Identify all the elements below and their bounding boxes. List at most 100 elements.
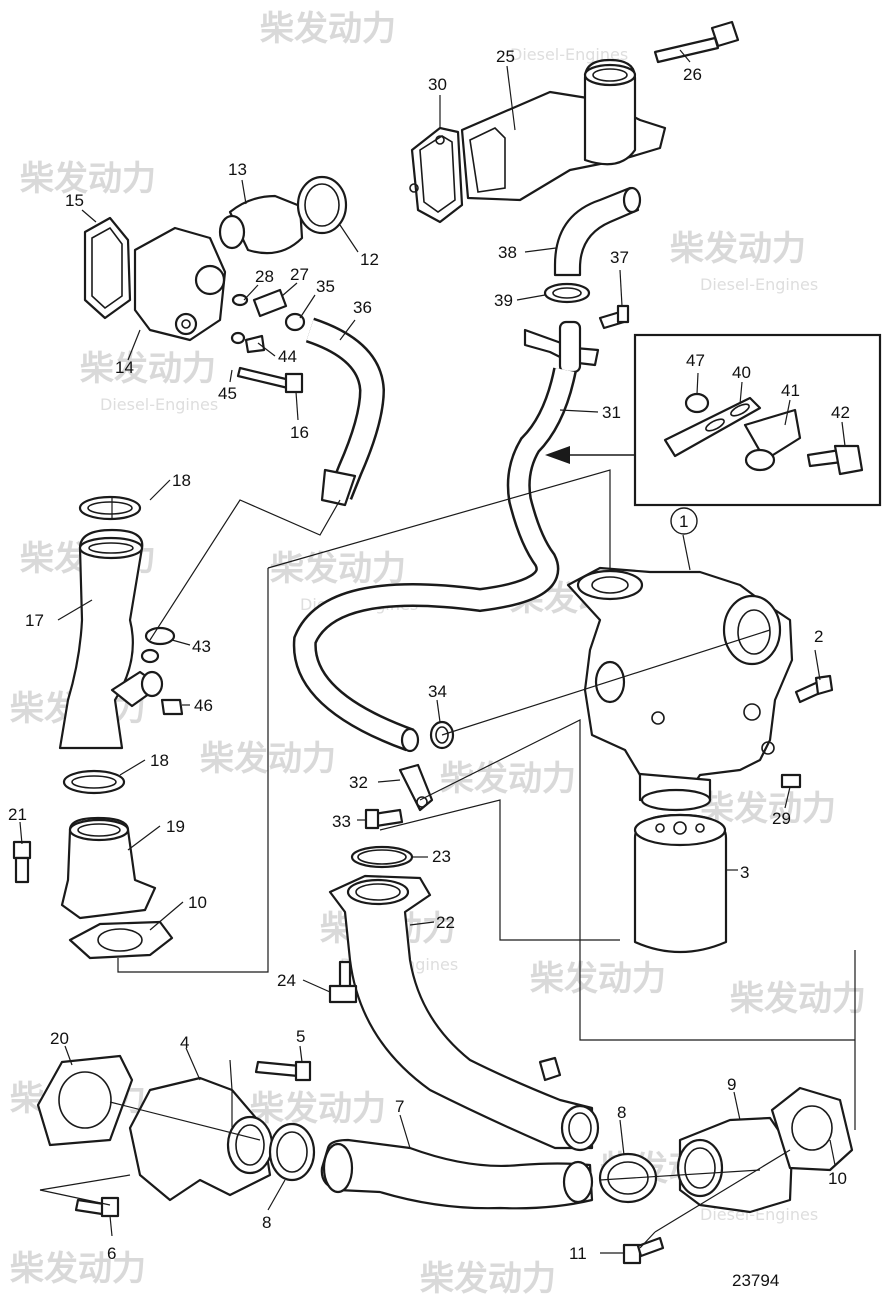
drawing-number: 23794 (732, 1271, 779, 1290)
callout-30: 30 (428, 75, 447, 94)
callout-13: 13 (228, 160, 247, 179)
bolt-5 (254, 1060, 312, 1082)
watermark-cn: 柴发动力 (80, 349, 216, 389)
gasket-10-left (68, 920, 174, 960)
watermark-en: Diesel-Engines (510, 45, 628, 64)
callout-39: 39 (494, 291, 513, 310)
callout-21: 21 (8, 805, 27, 824)
coolant-pipe-31 (292, 367, 577, 753)
callout-40: 40 (732, 363, 751, 382)
watermark-cn: 柴发动力 (530, 959, 666, 999)
callout-14: 14 (115, 358, 134, 377)
pump-body-1 (566, 566, 794, 812)
plug-46 (160, 698, 184, 716)
plug-29 (780, 773, 802, 789)
callout-20: 20 (50, 1029, 69, 1048)
watermark-cn: 柴发动力 (700, 789, 836, 829)
callout-8: 8 (617, 1103, 626, 1122)
callout-42: 42 (831, 403, 850, 422)
watermark-cn: 柴发动力 (10, 1249, 146, 1289)
watermark-en: Diesel-Engines (700, 275, 818, 294)
oil-filter-3 (633, 813, 728, 954)
callout-10: 10 (188, 893, 207, 912)
callout-16: 16 (290, 423, 309, 442)
pipe-17 (58, 528, 164, 750)
callout-46: 46 (194, 696, 213, 715)
watermark-cn: 柴发动力 (20, 159, 156, 199)
callout-37: 37 (610, 248, 629, 267)
o-ring-23 (350, 845, 414, 869)
watermark-cn: 柴发动力 (270, 549, 406, 589)
clamp-43 (140, 626, 176, 664)
callout-15: 15 (65, 191, 84, 210)
bolt-33 (364, 808, 404, 830)
callout-5: 5 (296, 1027, 305, 1046)
callout-11: 11 (569, 1244, 587, 1263)
bolt-11 (622, 1236, 665, 1265)
pipe-22 (328, 874, 600, 1152)
callout-25: 25 (496, 47, 515, 66)
callout-38: 38 (498, 243, 517, 262)
callout-41: 41 (781, 381, 800, 400)
callout-19: 19 (166, 817, 185, 836)
callout-31: 31 (602, 403, 621, 422)
callout-24: 24 (277, 971, 296, 990)
callout-9: 9 (727, 1075, 736, 1094)
hose-38 (553, 186, 642, 277)
callout-12: 12 (360, 250, 379, 269)
callout-36: 36 (353, 298, 372, 317)
callout-47: 47 (686, 351, 705, 370)
leader-lines (19, 49, 856, 1254)
pipe-bracket (523, 320, 600, 374)
callout-6: 6 (107, 1244, 116, 1263)
hose-36 (305, 317, 386, 507)
callout-3: 3 (740, 863, 749, 882)
thermostat-13 (218, 194, 304, 255)
callout-labels: 1 2 3 4 5 6 7 8 8 9 10 10 11 12 13 14 15… (8, 47, 850, 1263)
callout-29: 29 (772, 809, 791, 828)
bolt-37 (598, 304, 630, 330)
callout-45: 45 (218, 384, 237, 403)
detail-inset (633, 333, 882, 507)
callout-44: 44 (278, 347, 297, 366)
ring-18-top (78, 495, 142, 521)
callout-22: 22 (436, 913, 455, 932)
bolt-6 (74, 1196, 120, 1218)
pipe-7 (320, 1138, 594, 1210)
sealing-ring-12 (296, 175, 348, 235)
watermark-cn: 柴发动力 (260, 9, 396, 49)
ring-8-left (268, 1122, 316, 1182)
outlet-housing (409, 58, 667, 224)
clip-32 (398, 763, 434, 812)
detail-arrow (545, 446, 635, 464)
bolt-26 (653, 20, 740, 64)
watermark-cn: 柴发动力 (730, 979, 866, 1019)
callout-7: 7 (395, 1097, 404, 1116)
callout-27: 27 (290, 265, 309, 284)
callout-18: 18 (150, 751, 169, 770)
bolt-2 (794, 674, 834, 704)
elbow-19 (60, 816, 157, 920)
callout-28: 28 (255, 267, 274, 286)
callout-1: 1 (679, 512, 688, 531)
watermark-en: Diesel-Engines (100, 395, 218, 414)
callout-33: 33 (332, 812, 351, 831)
gasket-20 (36, 1054, 134, 1147)
callout-23: 23 (432, 847, 451, 866)
gasket-15 (83, 216, 132, 320)
watermark-cn: 柴发动力 (440, 759, 576, 799)
bolt-21 (12, 840, 32, 884)
callout-circle (670, 507, 698, 535)
callout-4: 4 (180, 1033, 189, 1052)
watermark-cn: 柴发动力 (670, 229, 806, 269)
ring-18-bottom (62, 769, 126, 795)
callout-18: 18 (172, 471, 191, 490)
thermostat-housing-14 (133, 226, 227, 342)
callout-34: 34 (428, 682, 447, 701)
callout-43: 43 (192, 637, 211, 656)
callout-2: 2 (814, 627, 823, 646)
callout-10: 10 (828, 1169, 847, 1188)
callout-26: 26 (683, 65, 702, 84)
connector-4 (128, 1076, 274, 1202)
